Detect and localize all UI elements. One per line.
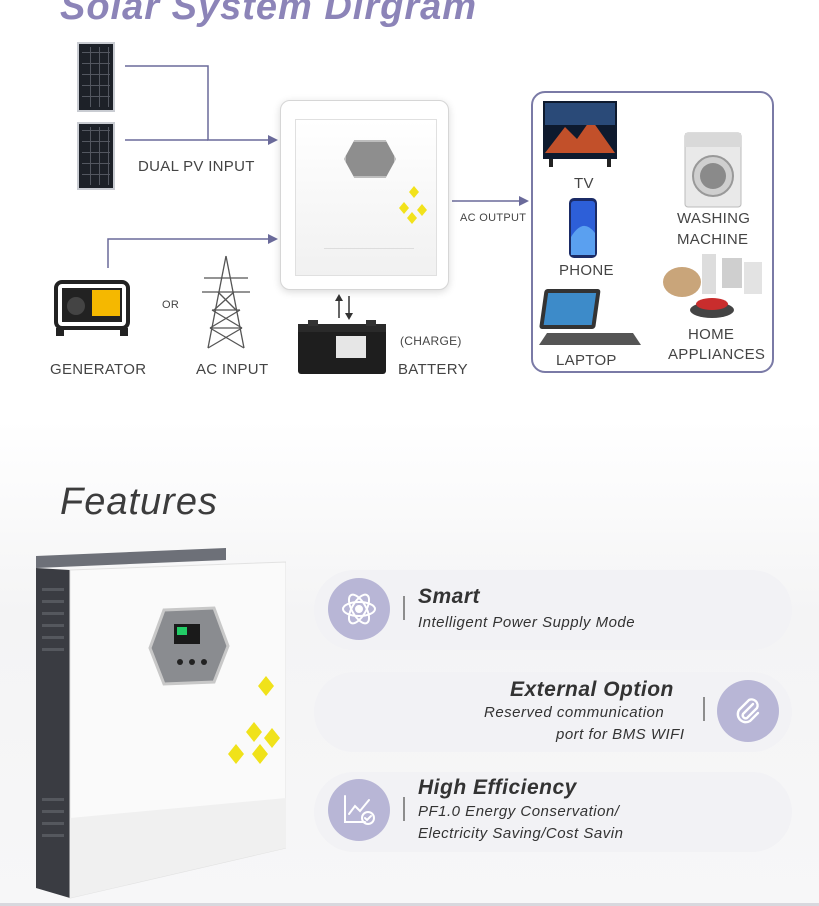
generator-icon <box>50 274 134 338</box>
washing-machine-label-2: MACHINE <box>677 231 749 248</box>
dual-pv-label: DUAL PV INPUT <box>138 158 255 175</box>
chart-check-icon <box>328 779 390 841</box>
tv-label: TV <box>574 175 594 192</box>
feature-desc: port for BMS WIFI <box>556 726 685 743</box>
phone-label: PHONE <box>559 262 614 279</box>
solar-panel-icon <box>77 122 115 190</box>
feature-title: High Efficiency <box>418 776 577 799</box>
feature-desc: Electricity Saving/Cost Savin <box>418 825 624 842</box>
phone-icon <box>568 197 598 259</box>
washing-machine-icon <box>684 132 742 208</box>
pv-connector-lines <box>107 65 529 320</box>
ac-output-label: AC OUTPUT <box>460 212 527 224</box>
solar-panel-icon <box>77 42 115 112</box>
feature-card-external <box>314 672 792 752</box>
feature-desc: Intelligent Power Supply Mode <box>418 614 636 631</box>
bottom-divider <box>0 903 819 906</box>
atom-icon <box>328 578 390 640</box>
inverter-screen <box>344 140 396 178</box>
feature-card-efficiency <box>314 772 792 852</box>
features-title: Features <box>60 481 218 523</box>
or-label: OR <box>162 299 180 311</box>
tv-icon <box>541 99 619 169</box>
feature-title: Smart <box>418 585 481 608</box>
divider <box>703 697 705 721</box>
transmission-tower-icon <box>200 254 252 350</box>
home-appliances-label-1: HOME <box>688 326 735 343</box>
inverter-image <box>280 100 449 290</box>
generator-label: GENERATOR <box>50 361 147 378</box>
ac-input-label: AC INPUT <box>196 361 269 378</box>
feature-card-smart <box>314 570 792 650</box>
washing-machine-label-1: WASHING <box>677 210 751 227</box>
paperclip-icon <box>717 680 779 742</box>
inverter-logo <box>394 182 434 228</box>
feature-desc: Reserved communication <box>484 704 665 721</box>
inverter-product-image <box>36 548 287 900</box>
charge-label: (CHARGE) <box>400 334 462 348</box>
laptop-label: LAPTOP <box>556 352 617 369</box>
feature-title: External Option <box>510 678 674 701</box>
divider <box>403 797 405 821</box>
feature-desc: PF1.0 Energy Conservation/ <box>418 803 620 820</box>
diagram-title: Solar System Dirgram <box>60 0 478 28</box>
divider <box>403 596 405 620</box>
battery-label: BATTERY <box>398 361 468 378</box>
home-appliances-icon <box>662 252 764 318</box>
battery-icon <box>296 320 388 376</box>
home-appliances-label-2: APPLIANCES <box>668 346 766 363</box>
laptop-icon <box>537 287 643 349</box>
